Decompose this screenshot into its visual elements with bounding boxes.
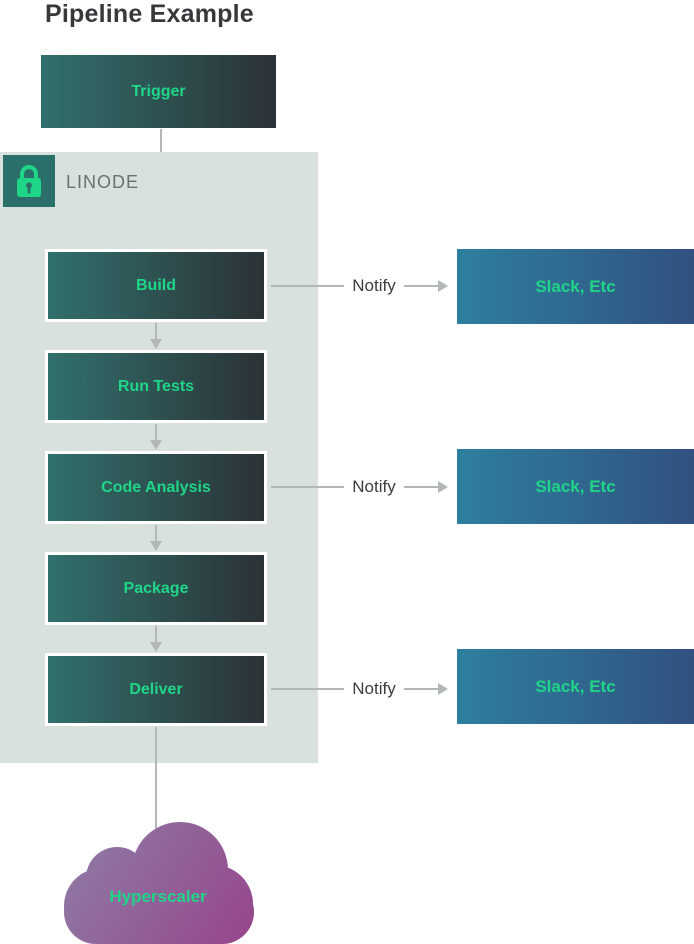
stage-label: Run Tests bbox=[117, 377, 195, 395]
cloud-icon bbox=[64, 822, 254, 944]
slack-box: Slack, Etc bbox=[457, 649, 694, 724]
trigger-label: Trigger bbox=[131, 82, 186, 100]
stage-label: Build bbox=[136, 276, 176, 294]
stage-arrow-line bbox=[155, 525, 157, 541]
stage-arrowhead-icon bbox=[150, 541, 162, 551]
stage-label: Deliver bbox=[129, 680, 183, 698]
slack-box: Slack, Etc bbox=[457, 449, 694, 524]
stage-arrow-line bbox=[155, 626, 157, 642]
notify-arrow-line bbox=[404, 486, 438, 488]
stage-arrow-line bbox=[155, 424, 157, 440]
stage-arrow-line bbox=[155, 323, 157, 339]
linode-label: LINODE bbox=[66, 172, 140, 192]
stage-label: Package bbox=[123, 579, 189, 597]
padlock-icon bbox=[17, 165, 41, 197]
slack-label: Slack, Etc bbox=[535, 676, 616, 696]
slack-label: Slack, Etc bbox=[535, 476, 616, 496]
stage-box-code-analysis: Code Analysis bbox=[45, 451, 267, 524]
stage-label: Code Analysis bbox=[101, 478, 211, 496]
notify-arrow-line bbox=[404, 688, 438, 690]
notify-line bbox=[271, 285, 344, 287]
notify-arrowhead-icon bbox=[438, 280, 448, 292]
deliver-to-cloud-arrow-line bbox=[155, 727, 157, 862]
stage-arrowhead-icon bbox=[150, 642, 162, 652]
stage-box-run-tests: Run Tests bbox=[45, 350, 267, 423]
stage-arrowhead-icon bbox=[150, 440, 162, 450]
stage-box-build: Build bbox=[45, 249, 267, 322]
slack-label: Slack, Etc bbox=[535, 276, 616, 296]
notify-label: Notify bbox=[352, 679, 396, 698]
lock-badge bbox=[3, 155, 55, 207]
notify-arrowhead-icon bbox=[438, 683, 448, 695]
page-title: Pipeline Example bbox=[45, 0, 254, 28]
notify-arrow-line bbox=[404, 285, 438, 287]
notify-label: Notify bbox=[352, 276, 396, 295]
notify-label: Notify bbox=[352, 477, 396, 496]
hyperscaler-cloud bbox=[60, 818, 256, 944]
notify-line bbox=[271, 486, 344, 488]
slack-box: Slack, Etc bbox=[457, 249, 694, 324]
stage-arrowhead-icon bbox=[150, 339, 162, 349]
hyperscaler-label: Hyperscaler bbox=[109, 887, 207, 906]
notify-arrowhead-icon bbox=[438, 481, 448, 493]
stage-box-package: Package bbox=[45, 552, 267, 625]
notify-line bbox=[271, 688, 344, 690]
trigger-box: Trigger bbox=[41, 55, 276, 128]
stage-box-deliver: Deliver bbox=[45, 653, 267, 726]
